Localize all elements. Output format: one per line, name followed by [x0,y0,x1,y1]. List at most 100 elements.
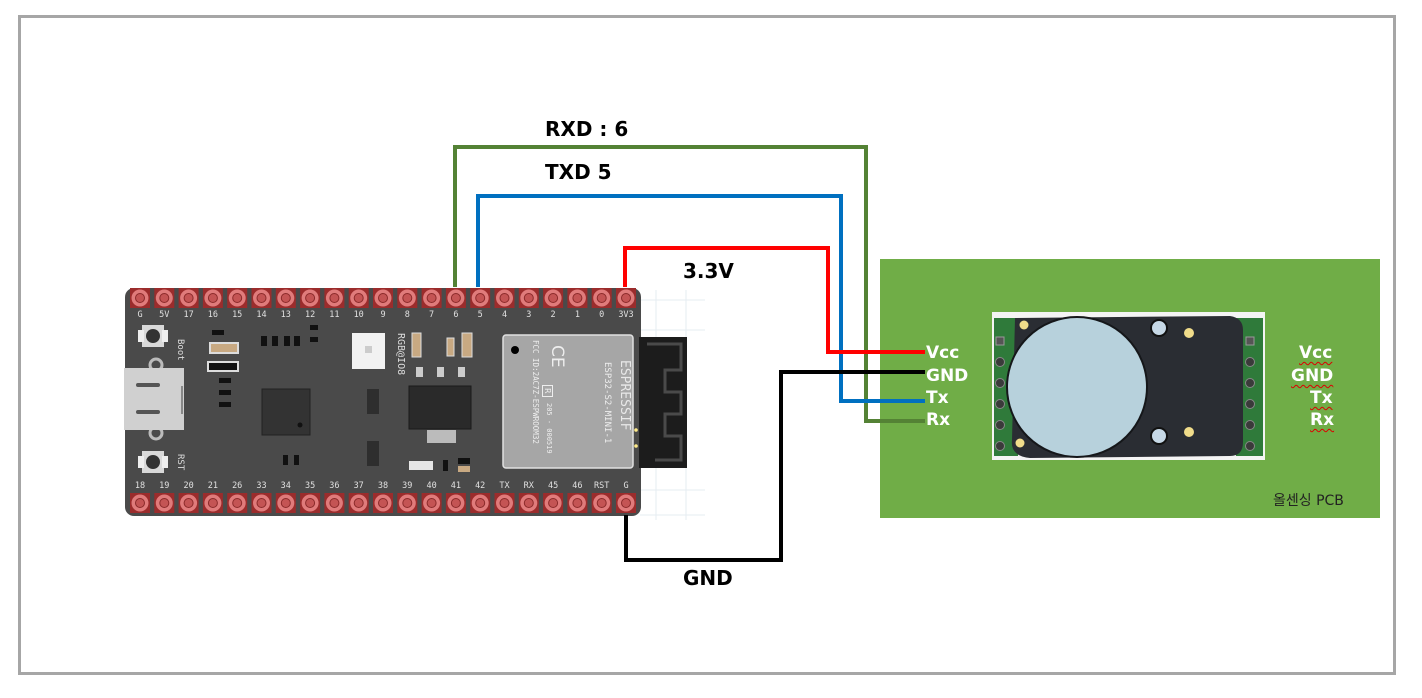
pin-label: 14 [256,310,267,320]
header-pin [227,288,248,308]
module-cert: 205 - 000519 [545,403,553,454]
pin-label: RST [594,481,610,491]
header-pin [616,493,636,513]
pin-label: 7 [429,310,435,320]
header-pin [300,288,321,308]
sensor-header-pin [995,441,1005,451]
header-pin [227,493,248,513]
header-pin [567,288,588,308]
pin-label: 5V [159,310,170,320]
header-pin [202,493,223,513]
header-pin [543,493,564,513]
sensor-pin-vcc: Vcc [1299,343,1333,363]
header-pin [397,288,418,308]
pin-label: 36 [329,481,340,491]
pin-label: G [137,310,143,320]
pin-label: 35 [304,481,316,491]
pin-label: 42 [475,481,486,491]
header-pin [567,493,588,513]
gnd-label: GND [683,566,733,590]
header-pin [591,493,612,513]
esp32-s2-dev-board [124,288,687,516]
sensor-header-pin [995,357,1005,367]
wire-3v3 [623,246,925,354]
capacitor [446,337,455,357]
header-pin [591,288,612,308]
mcu-chip [261,388,311,436]
pin-label: 12 [304,310,316,320]
header-pin [202,288,223,308]
pcb-pin-gnd: GND [926,366,969,386]
pin-label: 41 [450,481,462,491]
pin-label: 16 [207,310,219,320]
pin-label: 45 [547,481,559,491]
transistor-1 [367,389,379,414]
pin-label: 34 [280,481,291,491]
rxd-label: RXD : 6 [545,117,629,141]
sensor-right-pins [1245,336,1255,451]
header-pin [445,288,466,308]
sensor-header-pin [1245,378,1255,388]
header-pin [373,288,393,308]
pin-label: 10 [353,310,364,320]
power-label: 3.3V [683,259,734,283]
capacitor [461,332,473,358]
pin-label: 17 [183,310,194,320]
transistor-2 [367,441,379,466]
sensor-header-pin [1245,441,1255,451]
pin-label: 11 [329,310,340,320]
rgb-led [352,333,385,369]
pin-label: 9 [380,310,386,320]
module-brand: ESPRESSIF [617,360,632,431]
pin-label: 19 [159,481,170,491]
header-pin [348,493,369,513]
pin-label: TX [499,481,510,491]
sensor-header-pin [1245,399,1255,409]
pin-label: 15 [232,310,243,320]
module-model: ESP32-S2-MINI-1 [602,362,612,444]
header-pin [154,288,175,308]
pcb-pin-tx: Tx [926,388,949,408]
sensor-header-pin [995,420,1005,430]
sensor-header-pin [1245,336,1255,346]
pin-label: 37 [353,481,364,491]
smd-components [207,325,318,465]
header-pin [421,288,442,308]
header-pin [154,493,175,513]
pin-label: 26 [232,481,243,491]
header-pin [251,493,272,513]
rgb-led-label: RGB@IO8 [395,333,406,376]
voltage-regulator [408,367,472,472]
wire-gnd [624,370,925,562]
sensor-pin-gnd: GND [1291,366,1334,386]
header-pin [494,493,515,513]
pcb-pin-rx: Rx [926,410,951,430]
module-ce-mark: CE [547,345,567,368]
header-pin [300,493,321,513]
pin-label: 3V3 [618,310,634,320]
header-pin [178,493,199,513]
pin-label: 1 [574,310,580,320]
header-pin [518,493,539,513]
reset-button[interactable] [138,451,168,473]
pin-label: 46 [572,481,583,491]
header-pin [470,493,491,513]
pcb-antenna [634,337,687,468]
pin-label: 0 [599,310,605,320]
header-pin [324,288,345,308]
module-fcc-id: FCC ID:2AC7Z-ESPWROOM32 [531,340,540,444]
pin-label: G [623,481,629,491]
header-pin [348,288,369,308]
pin-label: 8 [404,310,410,320]
usb-c-connector [124,357,184,441]
sensor-header-pin [995,399,1005,409]
sensor-pcb [880,259,1380,518]
pin-label: 38 [377,481,389,491]
header-pin [421,493,442,513]
pcb-caption: 올센싱 PCB [1273,493,1344,509]
wire-txd [476,194,925,403]
pin-label: 18 [134,481,146,491]
header-pin [518,288,539,308]
boot-button[interactable] [138,325,168,347]
